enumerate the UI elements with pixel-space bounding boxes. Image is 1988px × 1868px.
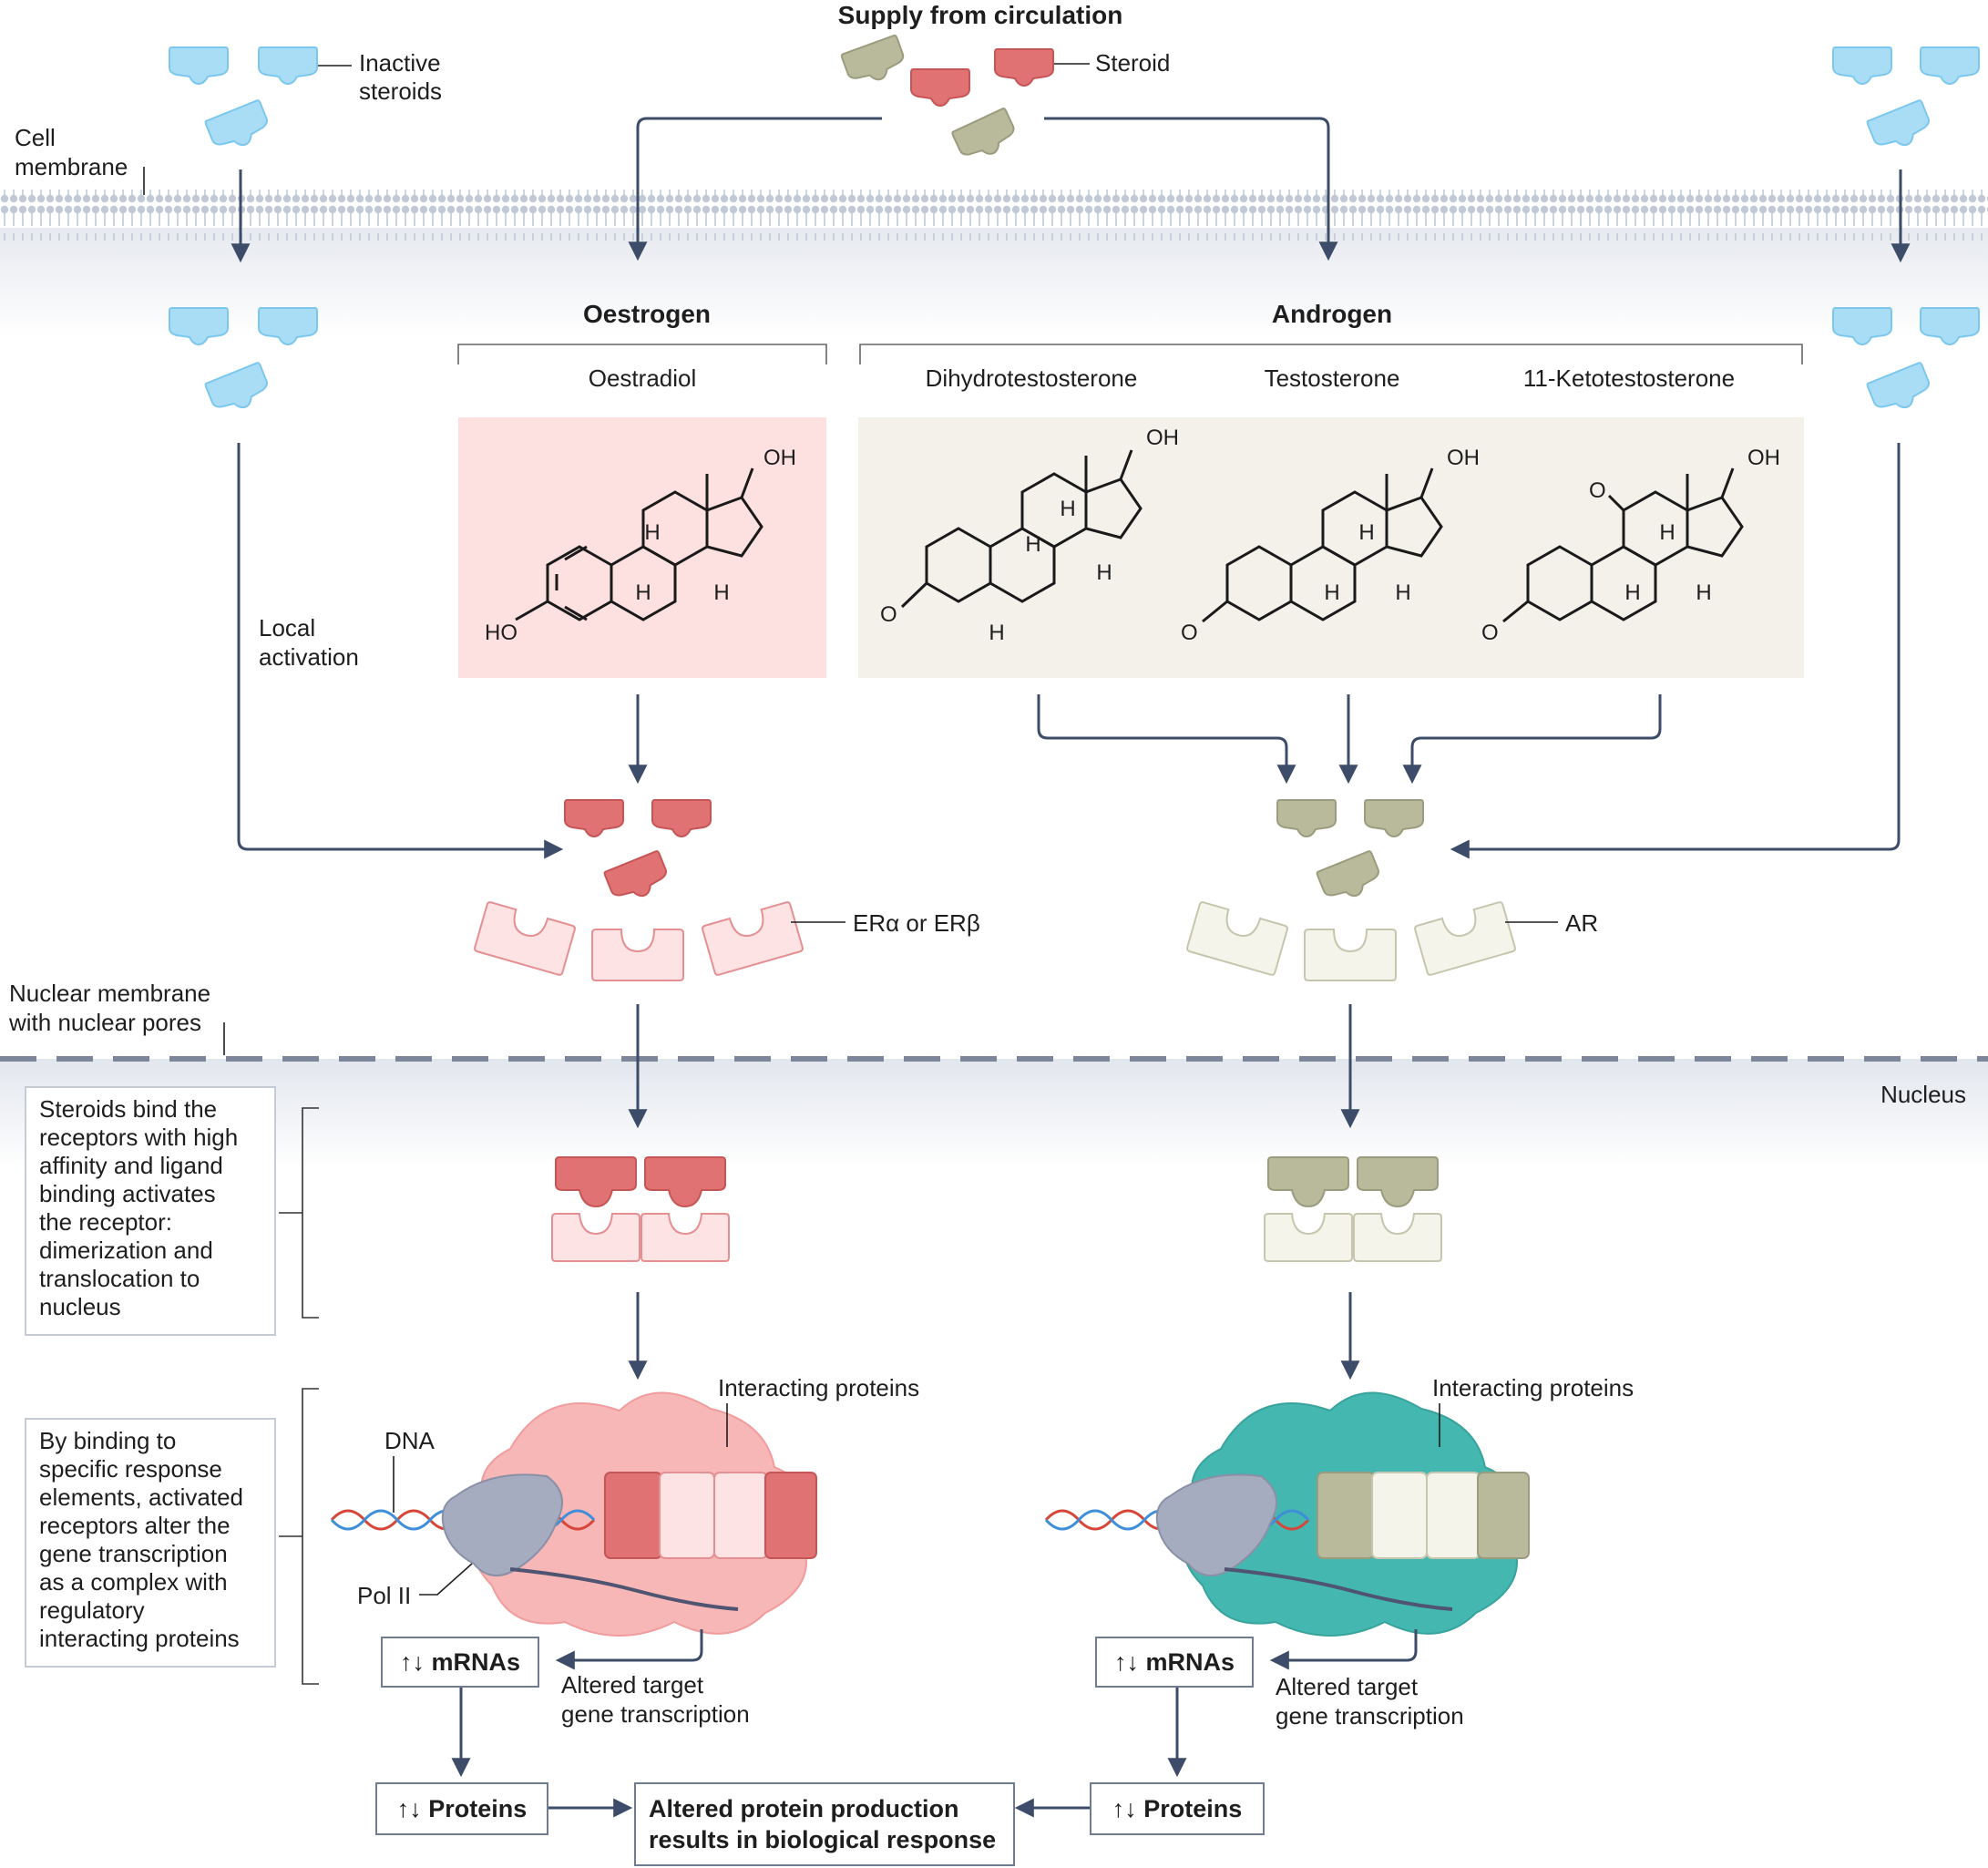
androgen-panel xyxy=(858,417,1804,678)
ketotestosterone-structure: O O OH H H H xyxy=(1481,446,1780,645)
note-dimerization: Steroids bind the receptors with high af… xyxy=(25,1086,276,1336)
ar-dimer xyxy=(1264,1156,1442,1262)
svg-text:O: O xyxy=(1181,621,1198,645)
cell-membrane-label-1: Cell xyxy=(15,124,56,151)
activation-arrows xyxy=(237,443,1901,859)
nuclear-membrane-label-2: with nuclear pores xyxy=(8,1009,201,1036)
svg-text:H: H xyxy=(989,621,1004,645)
local-activation-1: Local xyxy=(259,614,315,641)
circulating-steroids xyxy=(840,34,1054,167)
cell-membrane-label-2: membrane xyxy=(15,153,128,180)
svg-text:H: H xyxy=(713,580,729,605)
testosterone-label: Testosterone xyxy=(1265,364,1400,392)
oestrogen-ligands xyxy=(564,799,712,908)
ar-pol2 xyxy=(1155,1473,1277,1576)
svg-text:OH: OH xyxy=(1747,446,1780,470)
oestrogen-bracket xyxy=(457,344,827,364)
inactive-label-1: Inactive xyxy=(359,49,441,77)
bracket-binding xyxy=(279,1388,319,1685)
inactive-label-2: steroids xyxy=(359,77,442,105)
er-receptors xyxy=(473,900,804,981)
er-pol2-label: Pol II xyxy=(357,1582,411,1609)
outcome-line-1: Altered protein production xyxy=(649,1795,959,1822)
oestrogen-title: Oestrogen xyxy=(583,300,711,328)
svg-text:HO: HO xyxy=(485,621,517,645)
er-mrna xyxy=(509,1567,739,1611)
testosterone-structure: O OH H H H xyxy=(1181,446,1480,645)
svg-text:O: O xyxy=(1481,621,1499,645)
inactive-steroids-top-left xyxy=(169,46,318,157)
svg-text:H: H xyxy=(1395,580,1410,605)
er-dna-label: DNA xyxy=(384,1427,436,1454)
cytoplasm-region xyxy=(0,228,1988,337)
er-proteins-box: ↑↓ Proteins xyxy=(375,1782,548,1835)
svg-text:H: H xyxy=(1324,580,1339,605)
oestradiol-structure: HO OH H H H xyxy=(485,446,796,645)
ar-altered-1: Altered target xyxy=(1276,1673,1419,1700)
er-transcription-complex xyxy=(330,1391,817,1637)
ar-altered-2: gene transcription xyxy=(1276,1702,1464,1729)
nuclear-arrows xyxy=(628,1004,1360,1380)
ar-proteins-box: ↑↓ Proteins xyxy=(1090,1782,1265,1835)
er-altered-1: Altered target xyxy=(561,1671,704,1699)
er-dimer xyxy=(551,1156,730,1262)
er-pol2 xyxy=(441,1473,563,1576)
nucleus-region xyxy=(0,1059,1988,1168)
cell-membrane xyxy=(0,190,1988,241)
er-altered-2: gene transcription xyxy=(561,1700,750,1728)
inactive-steroids-top-right xyxy=(1832,46,1980,157)
bracket-dimerization xyxy=(279,1107,319,1319)
svg-text:H: H xyxy=(1659,520,1675,545)
ar-dna-bound-receptors xyxy=(1317,1472,1530,1559)
svg-text:OH: OH xyxy=(763,446,796,470)
local-activation-2: activation xyxy=(259,643,359,671)
androgen-ligands xyxy=(1276,799,1424,908)
androgen-bracket xyxy=(859,344,1803,364)
output-arrows xyxy=(451,1629,1418,1818)
svg-text:H: H xyxy=(644,520,660,545)
svg-text:H: H xyxy=(1624,580,1640,605)
svg-text:H: H xyxy=(1060,497,1075,521)
dht-label: Dihydrotestosterone xyxy=(926,364,1138,392)
supply-title: Supply from circulation xyxy=(838,1,1123,29)
svg-text:H: H xyxy=(1696,580,1711,605)
svg-text:O: O xyxy=(1589,478,1606,503)
outcome-box: Altered protein production results in bi… xyxy=(634,1782,1015,1866)
ar-interacting-label: Interacting proteins xyxy=(1432,1374,1634,1401)
ar-mrna xyxy=(1224,1567,1453,1611)
er-dna-bound-receptors xyxy=(604,1472,817,1559)
svg-text:H: H xyxy=(1358,520,1374,545)
er-label: ERα or ERβ xyxy=(853,909,980,937)
ar-transcription-complex xyxy=(1044,1391,1530,1637)
er-interacting-label: Interacting proteins xyxy=(718,1374,919,1401)
keto-label: 11-Ketotestosterone xyxy=(1523,364,1735,392)
svg-text:H: H xyxy=(635,580,651,605)
nucleus-label: Nucleus xyxy=(1880,1081,1966,1108)
nuclear-membrane-label-1: Nuclear membrane xyxy=(9,980,210,1007)
er-mrnas-box: ↑↓ mRNAs xyxy=(381,1637,539,1688)
ar-receptors xyxy=(1185,900,1517,981)
steroid-label: Steroid xyxy=(1095,49,1170,77)
ar-label: AR xyxy=(1565,909,1598,937)
outcome-line-2: results in biological response xyxy=(649,1826,997,1853)
androgen-title: Androgen xyxy=(1272,300,1392,328)
svg-text:O: O xyxy=(880,602,897,627)
svg-text:H: H xyxy=(1096,560,1112,585)
supply-arrows xyxy=(231,117,1911,263)
note-binding: By binding to specific response elements… xyxy=(25,1418,276,1668)
svg-text:H: H xyxy=(1025,532,1040,557)
oestradiol-label: Oestradiol xyxy=(589,364,697,392)
dht-structure: O OH H H H H xyxy=(880,426,1179,645)
er-pol2-leader xyxy=(419,1563,473,1596)
svg-text:OH: OH xyxy=(1447,446,1480,470)
svg-text:OH: OH xyxy=(1146,426,1179,450)
ar-mrnas-box: ↑↓ mRNAs xyxy=(1095,1637,1254,1688)
